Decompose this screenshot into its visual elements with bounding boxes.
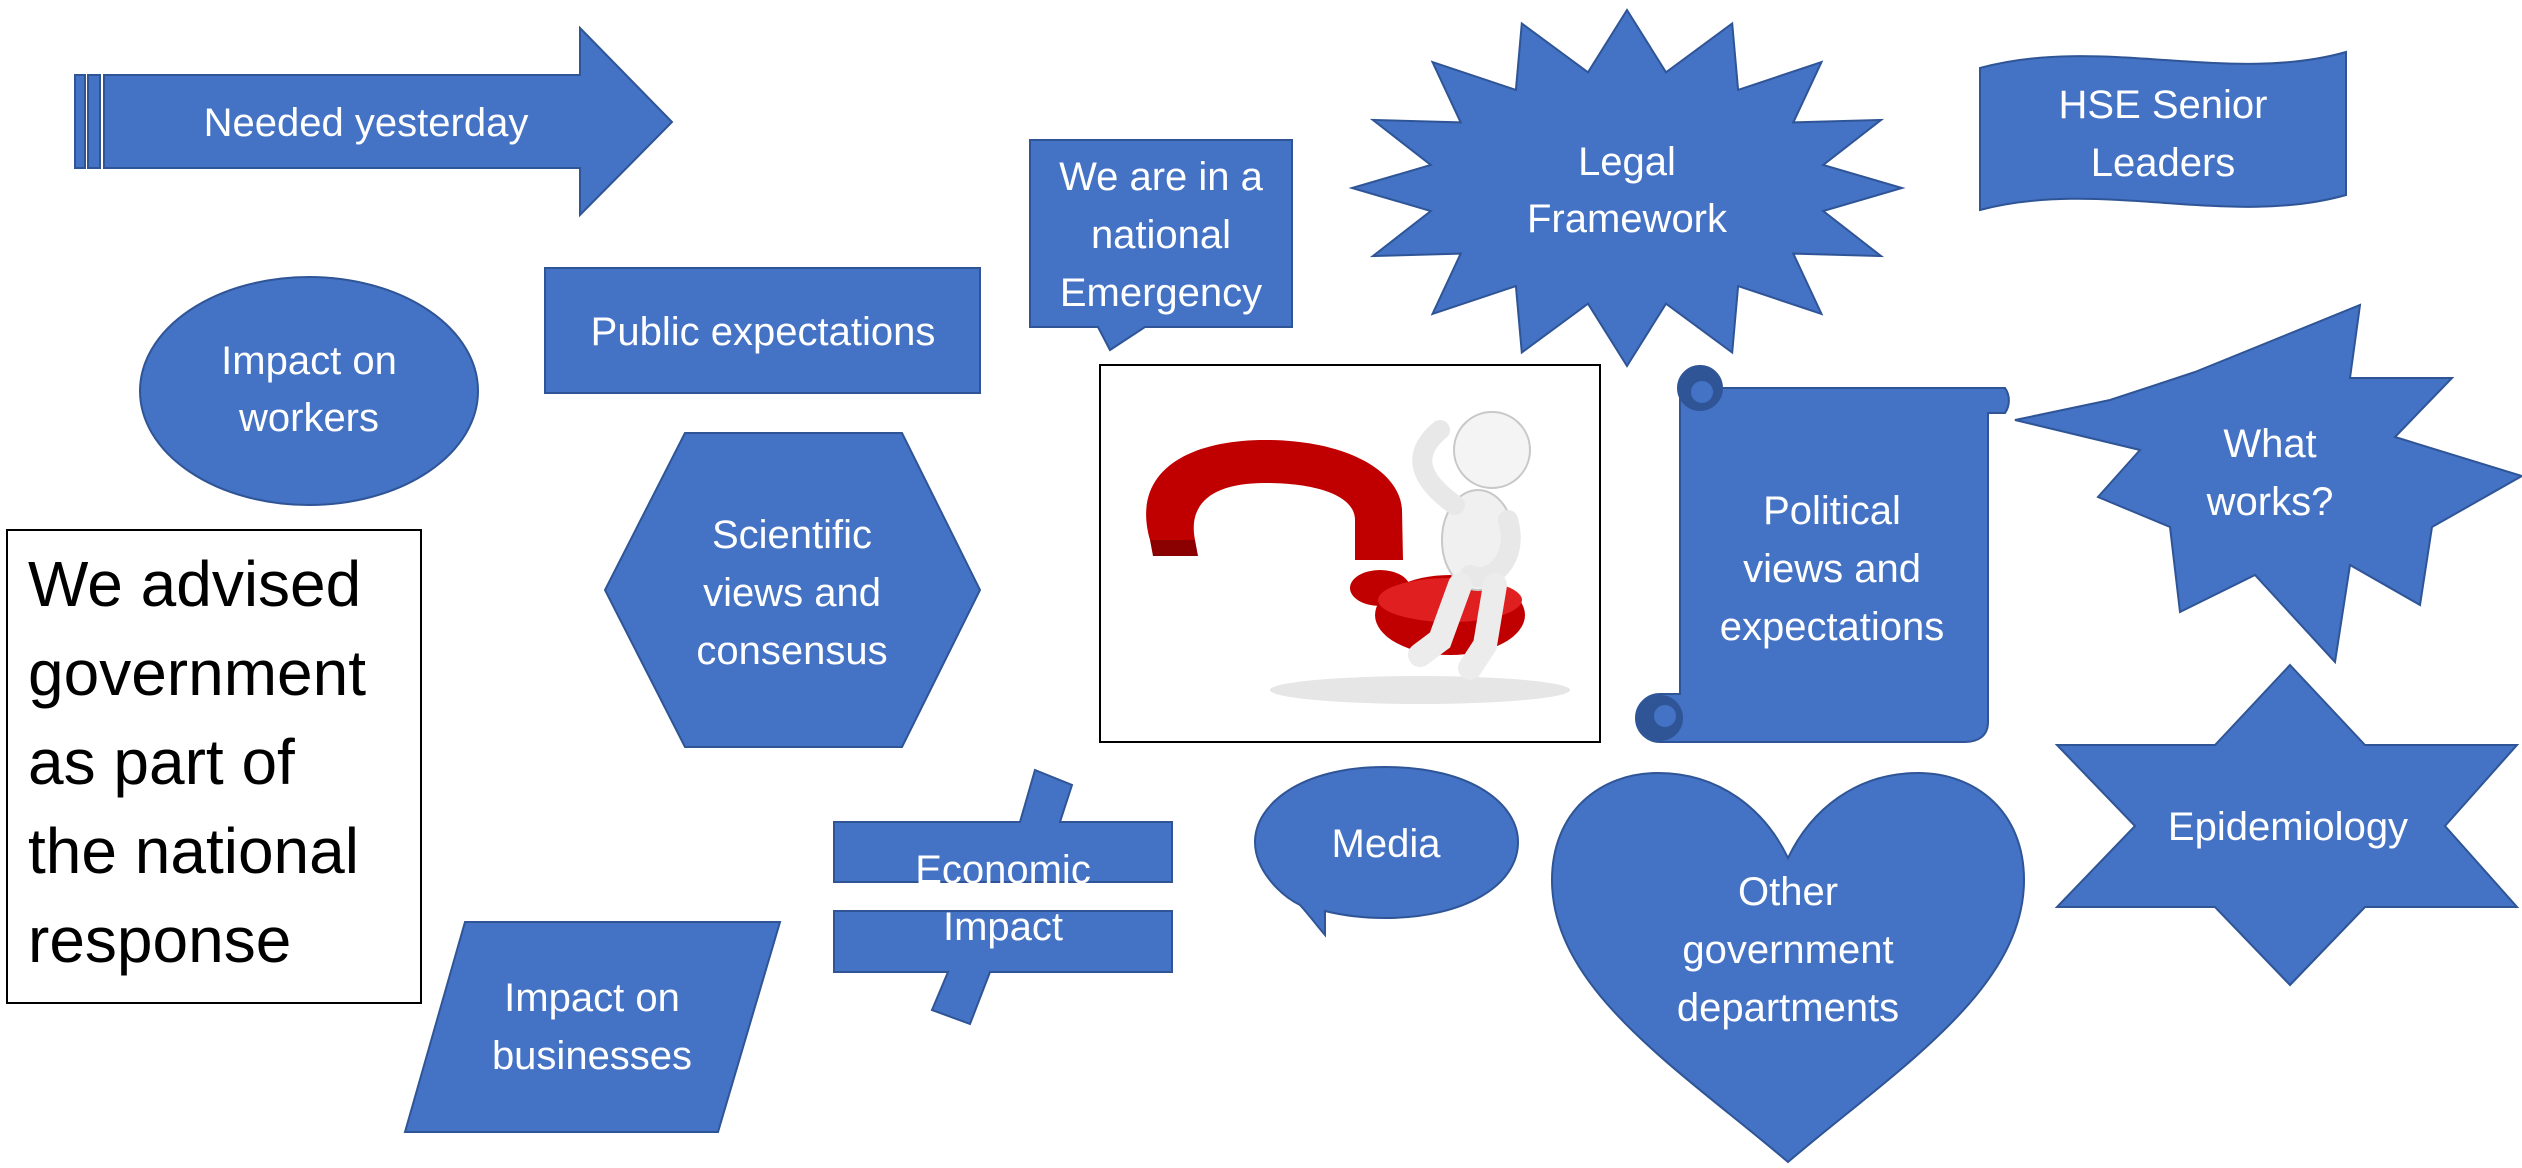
scientific-views-hexagon: Scientific views and consensus [603,432,982,748]
hse-senior-leaders-wave: HSE Senior Leaders [1979,50,2347,212]
national-emergency-callout: We are in a national Emergency [1029,139,1293,352]
hse-senior-leaders-line-1: HSE Senior [2059,83,2268,127]
other-departments-line-1: Other [1738,870,1838,914]
center-picture [1099,364,1601,743]
political-views-scroll: Political views and expectations [1635,365,2010,743]
media-speech-bubble: Media [1253,765,1520,938]
what-works-explosion: What works? [2014,303,2522,665]
impact-on-businesses-line-2: businesses [492,1034,692,1078]
needed-yesterday-arrow: Needed yesterday [74,25,674,218]
scientific-views-line-3: consensus [696,629,887,673]
what-works-line-2: works? [2206,480,2334,524]
hse-senior-leaders-line-2: Leaders [2091,141,2236,185]
impact-on-workers-ellipse: Impact on workers [139,276,479,506]
political-views-line-1: Political [1763,489,1901,533]
media-label: Media [1332,822,1442,866]
callout-line-4: the national [28,815,359,887]
legal-framework-line-2: Framework [1527,197,1728,241]
other-departments-line-2: government [1682,928,1893,972]
epidemiology-star: Epidemiology [2054,663,2520,987]
economic-impact-line-1: Economic [915,848,1091,892]
economic-impact-not-equal: Economic Impact [833,768,1173,1026]
scientific-views-line-2: views and [703,571,881,615]
other-departments-line-3: departments [1677,986,1899,1030]
what-works-line-1: What [2223,422,2316,466]
other-departments-heart: Other government departments [1550,771,2026,1164]
political-views-line-3: expectations [1720,605,1945,649]
national-emergency-line-3: Emergency [1060,271,1262,315]
national-emergency-line-1: We are in a [1059,155,1264,199]
political-views-line-2: views and [1743,547,1921,591]
impact-on-businesses-parallelogram: Impact on businesses [403,921,782,1133]
epidemiology-label: Epidemiology [2168,805,2408,849]
callout-line-5: response [28,904,291,976]
callout-line-3: as part of [28,726,295,798]
public-expectations-label: Public expectations [591,310,936,354]
impact-on-workers-line-1: Impact on [221,339,397,383]
legal-framework-star: Legal Framework [1348,8,1906,368]
national-emergency-line-2: national [1091,213,1231,257]
callout-line-1: We advised [28,548,361,620]
scientific-views-line-1: Scientific [712,513,872,557]
impact-on-workers-line-2: workers [238,396,379,440]
public-expectations-box: Public expectations [544,267,981,394]
economic-impact-line-2: Impact [943,905,1063,949]
national-response-textbox: We advised government as part of the nat… [6,529,422,1004]
impact-on-businesses-line-1: Impact on [504,976,680,1020]
legal-framework-line-1: Legal [1578,140,1676,184]
question-mark-thinking-figure-icon [1146,411,1570,704]
needed-yesterday-label: Needed yesterday [204,101,529,145]
callout-line-2: government [28,637,366,709]
